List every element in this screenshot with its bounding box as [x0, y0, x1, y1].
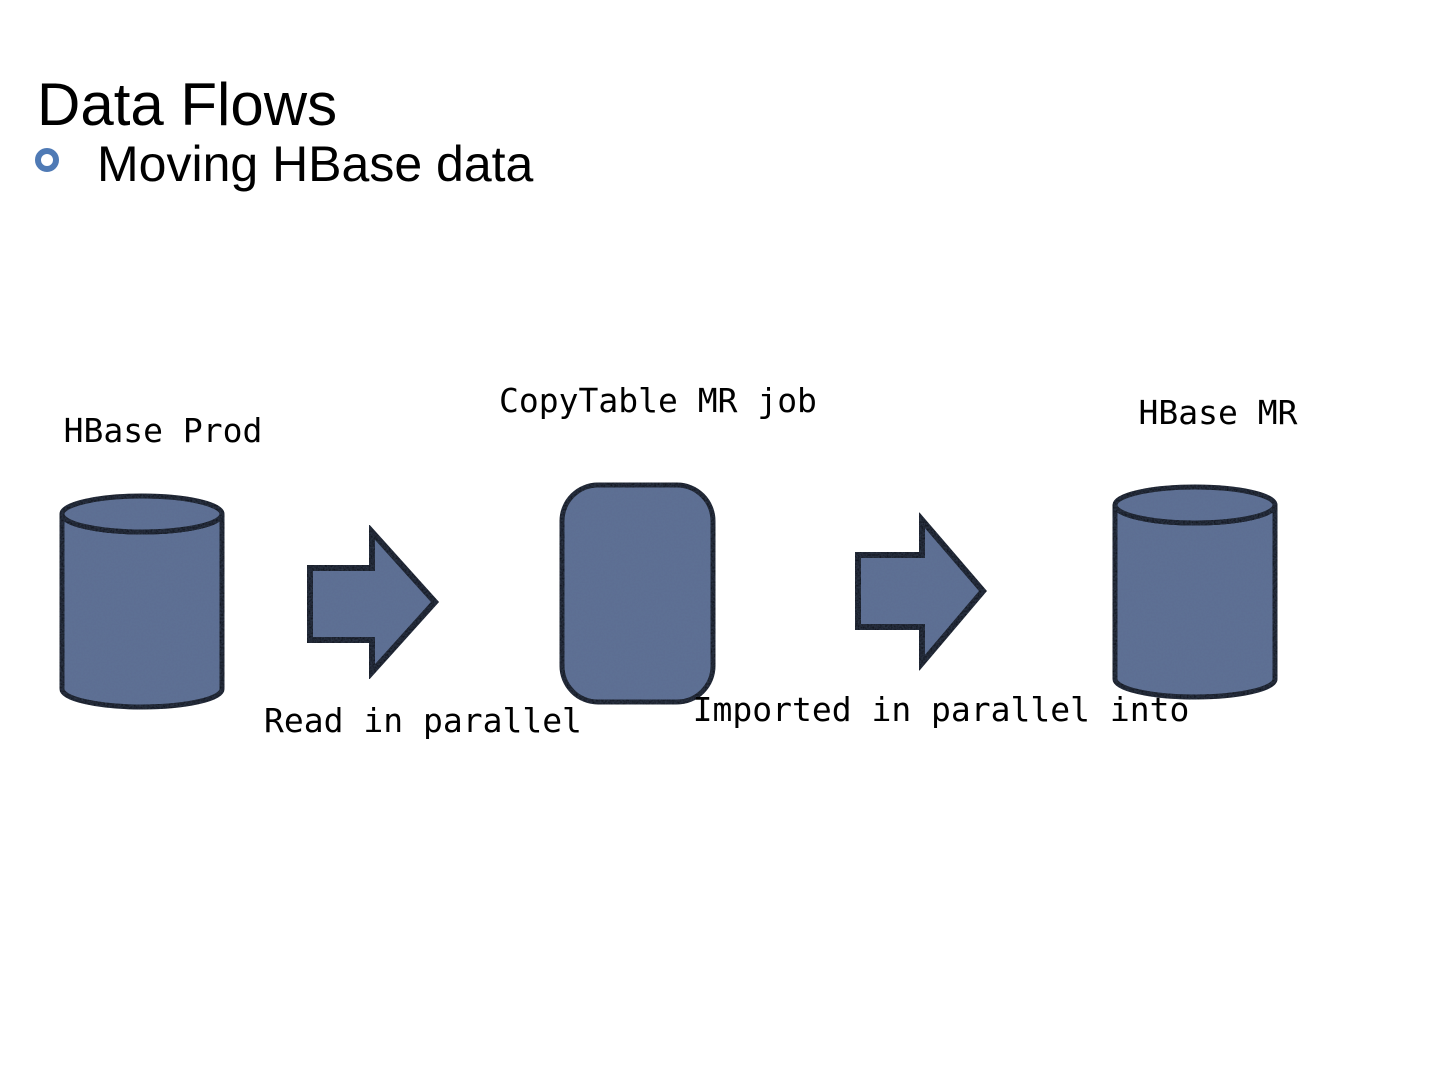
node-label-copytable-mr-job: CopyTable MR job	[499, 381, 817, 420]
hbase-prod-cylinder-shape	[59, 493, 225, 710]
node-label-hbase-prod: HBase Prod	[63, 411, 263, 450]
slide-title: Data Flows	[37, 71, 338, 138]
hbase-mr-cylinder-shape	[1112, 484, 1278, 700]
arrow-right-icon-1	[307, 524, 440, 680]
bullet-text: Moving HBase data	[97, 136, 534, 192]
bullet-item: Moving HBase data	[35, 139, 533, 189]
arrow-right-icon-2	[855, 511, 987, 672]
edge-label-imported-in-parallel: Imported in parallel into	[692, 690, 1190, 729]
node-label-hbase-mr: HBase MR	[1138, 393, 1298, 432]
bullet-ring-icon	[35, 148, 59, 172]
edge-label-read-in-parallel: Read in parallel	[264, 701, 582, 740]
copytable-mr-job-rect-shape	[559, 482, 716, 705]
